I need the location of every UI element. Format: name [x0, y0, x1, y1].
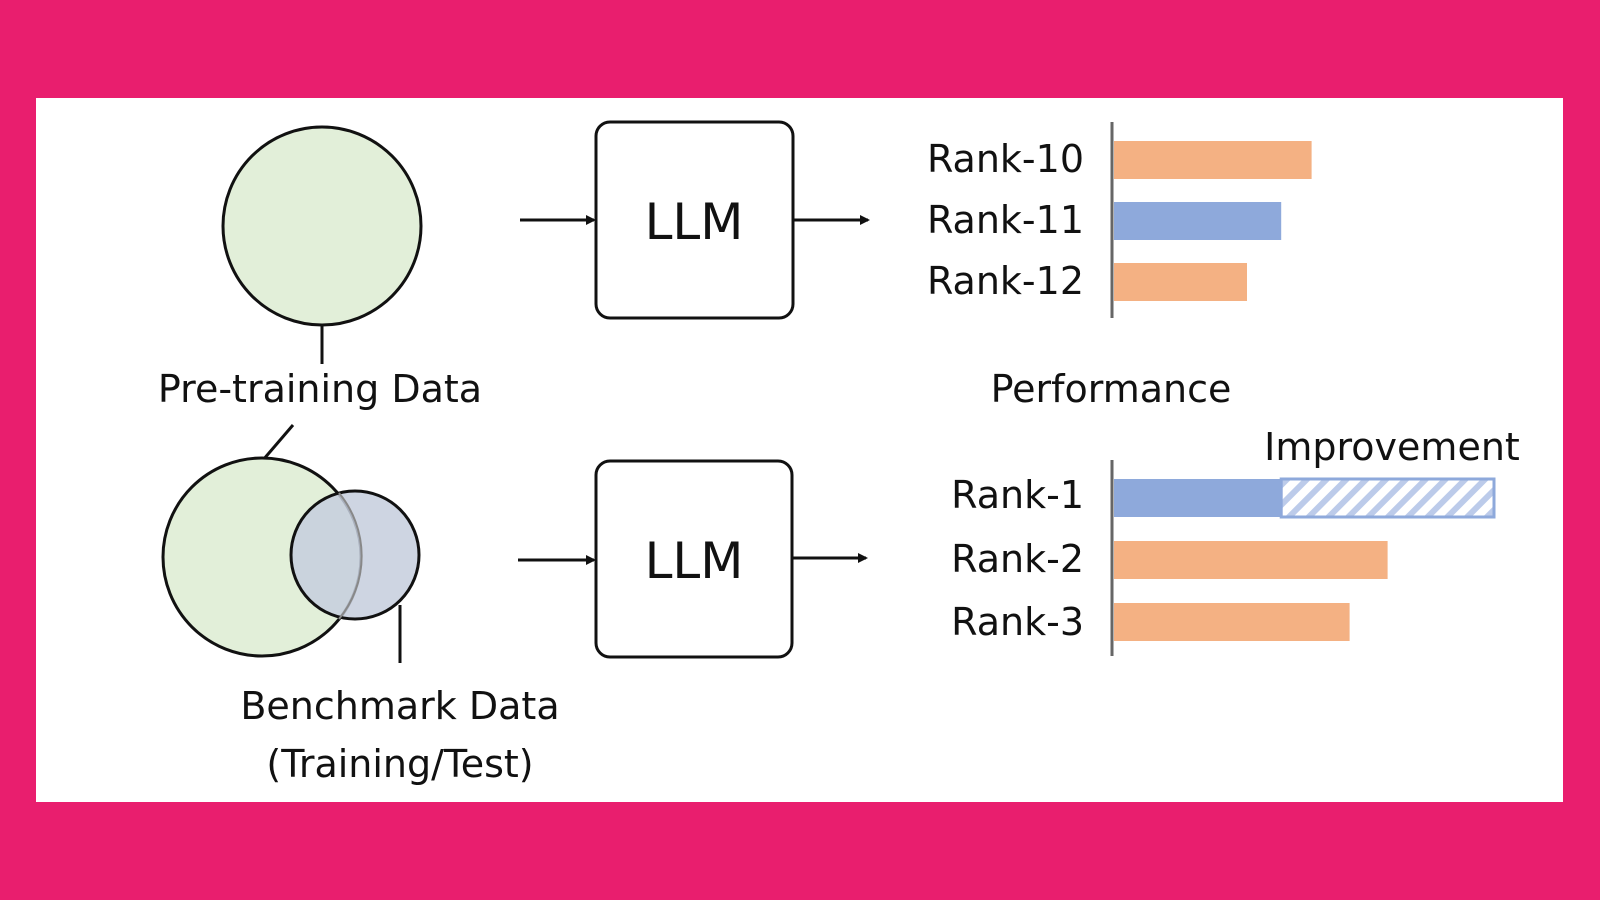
pretraining-leader-diagonal	[261, 424, 295, 461]
top-bars-group	[1114, 141, 1312, 301]
benchmark-data-circle	[289, 489, 421, 621]
performance-bar	[1114, 202, 1282, 240]
performance-bar	[1114, 263, 1247, 301]
improvement-label: Improvement	[1264, 425, 1520, 469]
pretraining-data-label: Pre-training Data	[158, 367, 482, 411]
benchmark-data-sublabel: (Training/Test)	[266, 742, 533, 786]
performance-bar	[1114, 479, 1282, 517]
performance-bar	[1114, 603, 1350, 641]
rank-label: Rank-2	[951, 537, 1084, 581]
pretraining-data-circle	[221, 125, 423, 327]
rank-label: Rank-11	[927, 198, 1084, 242]
rank-label: Rank-10	[927, 137, 1084, 181]
benchmark-data-label: Benchmark Data	[240, 684, 559, 728]
top-llm-label: LLM	[645, 193, 744, 251]
bottom-bars-group	[1114, 477, 1496, 641]
overlap-arc	[338, 492, 363, 620]
performance-bar	[1114, 141, 1312, 179]
performance-label: Performance	[991, 367, 1232, 411]
performance-bar	[1114, 541, 1388, 579]
rank-label: Rank-1	[951, 473, 1084, 517]
rank-label: Rank-3	[951, 600, 1084, 644]
bottom-llm-label: LLM	[645, 532, 744, 590]
improvement-bar	[1279, 477, 1496, 519]
rank-label: Rank-12	[927, 259, 1084, 303]
